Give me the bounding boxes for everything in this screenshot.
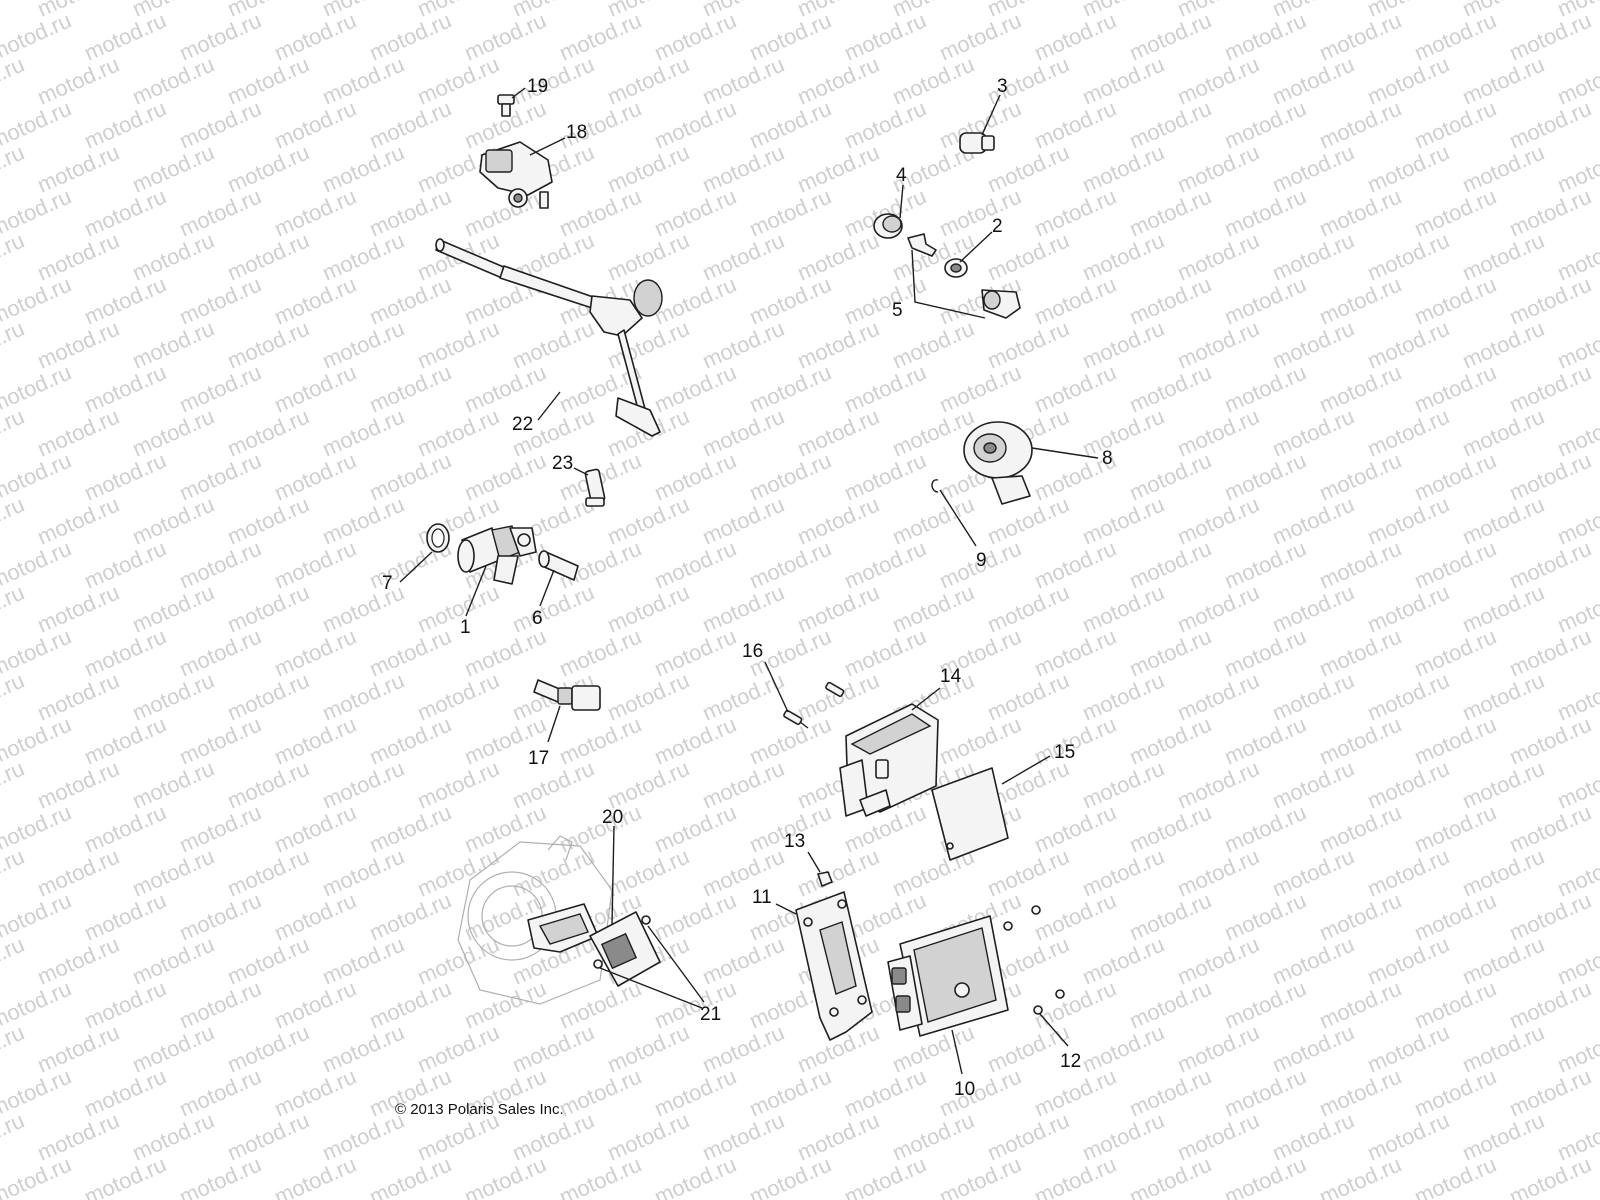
part-22-speed-sensor	[435, 238, 663, 437]
callout-1: 1	[460, 617, 471, 638]
leader-22	[537, 391, 561, 421]
part-13-nut	[817, 871, 833, 887]
leader-21	[599, 925, 705, 1009]
part-23-bolt	[584, 468, 606, 507]
part-7-o-ring	[426, 523, 450, 553]
callout-23: 23	[552, 453, 573, 474]
callout-17: 17	[528, 748, 549, 769]
leader-1	[465, 565, 487, 617]
leader-6	[539, 569, 555, 607]
part-18-map-sensor	[479, 141, 553, 209]
part-14-ecu-housing	[839, 703, 939, 817]
callout-8: 8	[1102, 448, 1113, 469]
callout-3: 3	[997, 76, 1008, 97]
callout-12: 12	[1060, 1051, 1081, 1072]
leader-9	[939, 489, 977, 547]
leader-18	[529, 137, 566, 156]
leader-13	[807, 851, 821, 873]
callout-21: 21	[700, 1004, 721, 1025]
part-1-cam-sensor	[457, 525, 537, 585]
leader-7	[399, 551, 433, 583]
leader-15	[1001, 755, 1051, 785]
part-6-sleeve	[538, 550, 579, 581]
leader-5	[911, 249, 986, 319]
leader-23	[573, 467, 589, 476]
part-19-bolt	[497, 94, 515, 117]
leader-16	[764, 661, 789, 713]
leader-4	[899, 184, 904, 219]
part-4-cap	[873, 213, 903, 239]
callout-9: 9	[976, 550, 987, 571]
leader-8	[1031, 447, 1099, 459]
callout-20: 20	[602, 807, 623, 828]
part-3-sensor-plug	[959, 132, 995, 154]
part-21-tps-sensor	[589, 911, 661, 987]
part-16-screw	[783, 709, 809, 729]
callout-2: 2	[992, 216, 1003, 237]
leader-19	[511, 87, 526, 99]
leader-2	[959, 231, 993, 263]
callout-6: 6	[532, 608, 543, 629]
leader-12	[1039, 1013, 1069, 1047]
part-12-screws	[1003, 905, 1065, 1015]
leader-20	[611, 825, 615, 925]
part-5-switch-assembly	[907, 233, 1021, 319]
callout-19: 19	[527, 76, 548, 97]
leader-11	[775, 903, 797, 915]
part-15-cover-plate	[931, 767, 1009, 861]
callout-13: 13	[784, 831, 805, 852]
leader-3	[981, 94, 1001, 136]
part-11-mounting-bracket	[795, 891, 873, 1041]
part-10-ecu	[887, 915, 1009, 1037]
callout-14: 14	[940, 666, 962, 687]
callout-11: 11	[752, 887, 772, 908]
callout-4: 4	[896, 165, 907, 186]
part-17-temp-sensor	[533, 679, 601, 711]
leader-10	[951, 1029, 963, 1075]
part-16b-screw	[825, 681, 845, 698]
copyright-notice: © 2013 Polaris Sales Inc.	[395, 1101, 564, 1118]
callout-15: 15	[1054, 742, 1075, 763]
callout-18: 18	[566, 122, 587, 143]
callout-7: 7	[382, 573, 393, 594]
part-8-knock-sensor	[963, 421, 1033, 505]
callout-22: 22	[512, 414, 533, 435]
callout-10: 10	[954, 1079, 975, 1100]
callout-16: 16	[742, 641, 763, 662]
callout-5: 5	[892, 300, 903, 321]
leader-14	[911, 687, 941, 711]
part-20-throttle-actuator	[527, 903, 599, 953]
part-9-clip	[931, 479, 939, 493]
leader-17	[547, 705, 561, 743]
